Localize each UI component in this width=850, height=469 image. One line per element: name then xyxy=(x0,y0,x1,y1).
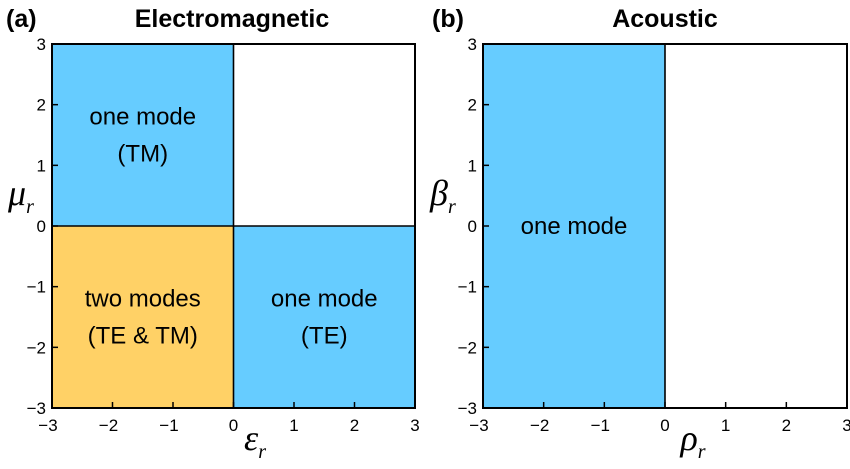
panel-b-y-ticks: 3 2 1 0 −1 −2 −3 xyxy=(458,35,489,418)
panel-b-title: Acoustic xyxy=(612,5,718,33)
panel-a-y-subscript: r xyxy=(26,196,34,218)
panel-a-x-symbol: ε xyxy=(244,418,259,458)
panel-a-x-tick-label: −1 xyxy=(159,416,178,435)
panel-b-y-tick-label: 2 xyxy=(468,96,477,115)
panel-a-label: (a) xyxy=(6,5,37,33)
panel-a-y-tick-label: 3 xyxy=(37,35,46,54)
panel-a-region-0 xyxy=(52,44,234,226)
panel-a-x-tick-label: −3 xyxy=(38,416,57,435)
panel-a-region-2-label: (TE) xyxy=(301,323,348,350)
panel-b-label: (b) xyxy=(432,5,464,33)
panel-b-x-tick-label: 3 xyxy=(842,416,850,435)
panel-b-x-tick-label: 1 xyxy=(721,416,730,435)
panel-b-x-tick-label: 0 xyxy=(660,416,669,435)
panel-b-x-tick-label: 2 xyxy=(782,416,791,435)
panel-b-x-axis-label: ρr xyxy=(679,418,705,463)
panel-a-y-tick-label: 1 xyxy=(37,156,46,175)
panel-b-region-0-label: one mode xyxy=(521,213,628,240)
panel-b-y-tick-label: 1 xyxy=(468,156,477,175)
panel-a-x-subscript: r xyxy=(258,441,266,463)
panel-b-region-0 xyxy=(483,44,665,408)
panel-a-x-tick-label: 2 xyxy=(350,416,359,435)
panel-a-y-tick-label: 2 xyxy=(37,96,46,115)
panel-b-y-tick-label: 0 xyxy=(468,217,477,236)
panel-b-x-symbol: ρ xyxy=(679,418,697,458)
panel-b-y-tick-label: −1 xyxy=(458,278,477,297)
panel-b-x-tick-label: −3 xyxy=(469,416,488,435)
panel-a-regions: one mode (TM) two modes (TE & TM) one mode (T… xyxy=(52,44,415,408)
panel-b-y-axis-label: βr xyxy=(429,173,456,218)
panel-a-x-tick-label: −2 xyxy=(99,416,118,435)
panel-b-y-tick-label: 3 xyxy=(468,35,477,54)
panel-b-x-tick-label: −2 xyxy=(530,416,549,435)
panel-a-region-1-label: two modes xyxy=(85,286,201,313)
panel-electromagnetic: (a) Electromagnetic one mode (TM) two mode… xyxy=(6,5,420,463)
panel-a-y-axis-label: μr xyxy=(7,173,34,218)
panel-a-title: Electromagnetic xyxy=(135,5,330,33)
panel-a-x-tick-label: 3 xyxy=(410,416,419,435)
panel-a-region-0-label: (TM) xyxy=(117,141,168,168)
panel-a-y-tick-label: −2 xyxy=(27,338,46,357)
panel-b-x-tick-label: −1 xyxy=(591,416,610,435)
panel-b-y-symbol: β xyxy=(429,173,448,213)
panel-a-region-2-label: one mode xyxy=(271,286,378,313)
panel-a-region-2 xyxy=(233,226,415,408)
panel-a-region-1 xyxy=(52,226,234,408)
panel-b-regions: one mode xyxy=(483,44,665,408)
panel-b-x-ticks: −3 −2 −1 0 1 2 3 xyxy=(469,402,850,435)
panel-b-y-tick-label: −3 xyxy=(458,399,477,418)
panel-a-region-0-label: one mode xyxy=(89,104,196,131)
panel-b-y-tick-label: −2 xyxy=(458,338,477,357)
panel-a-x-tick-label: 1 xyxy=(289,416,298,435)
panel-a-x-axis-label: εr xyxy=(244,418,266,463)
panel-a-x-tick-label: 0 xyxy=(229,416,238,435)
panel-a-y-tick-label: −1 xyxy=(27,278,46,297)
panel-a-y-ticks: 3 2 1 0 −1 −2 −3 xyxy=(27,35,58,418)
panel-a-x-ticks: −3 −2 −1 0 1 2 3 xyxy=(38,402,420,435)
panel-b-y-subscript: r xyxy=(448,196,456,218)
panel-a-y-symbol: μ xyxy=(7,173,26,213)
panel-a-region-1-label: (TE & TM) xyxy=(88,323,198,350)
panel-b-x-subscript: r xyxy=(698,441,706,463)
panel-a-y-tick-label: 0 xyxy=(37,217,46,236)
panel-a-y-tick-label: −3 xyxy=(27,399,46,418)
